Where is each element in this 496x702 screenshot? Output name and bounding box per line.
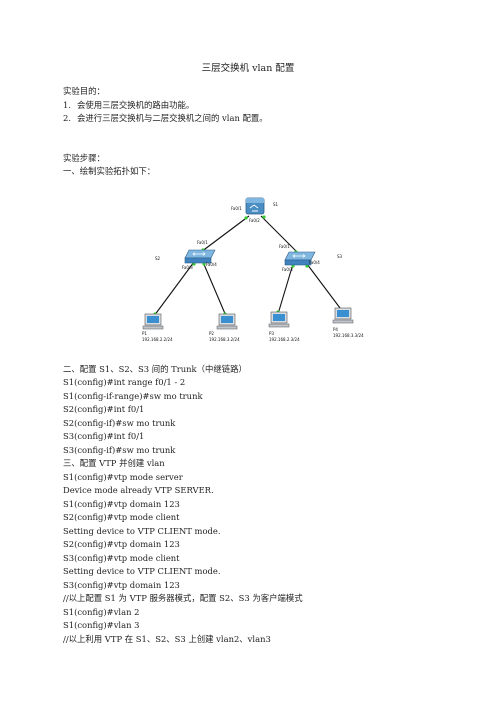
s3-port-label: Fa0/4 (309, 260, 320, 265)
pc4-ip: 192.168.3.3/24 (333, 333, 364, 338)
link-s2-pc2 (202, 261, 227, 317)
config-line: S2(config-if)#sw mo trunk (63, 418, 176, 428)
s1-label: S1 (273, 202, 279, 207)
link-s1-s3 (260, 215, 300, 255)
step-two-heading: 二、配置 S1、S2、S3 间的 Trunk（中继链路） (63, 364, 247, 374)
config-line: S2(config)#vtp domain 123 (63, 539, 180, 549)
config-line: S1(config)#vtp domain 123 (63, 499, 180, 509)
config-output-line: Setting device to VTP CLIENT mode. (63, 566, 221, 576)
config-line: S3(config)#vtp domain 123 (63, 580, 180, 590)
link-s3-pc4 (306, 263, 344, 313)
config-line: S1(config)#vtp mode server (63, 472, 183, 482)
pc4-name: P4 (333, 327, 338, 332)
config-output-line: Device mode already VTP SERVER. (63, 485, 214, 495)
s1-port-label: Fa0/2 (249, 218, 260, 223)
pc2-name: P2 (209, 331, 214, 336)
steps-heading: 实验步骤： (63, 153, 105, 163)
s2-port-label: Fa0/4 (206, 262, 217, 267)
objective-heading: 实验目的： (63, 86, 105, 96)
pc3-name: P3 (269, 331, 274, 336)
link-s1-s2 (200, 215, 250, 253)
s2-port-label: Fa0/1 (197, 240, 208, 245)
pc2-ip: 192.168.3.2/24 (209, 337, 240, 342)
s3-port-label: Fa0/3 (282, 267, 293, 272)
s1-port-label: Fa0/1 (231, 206, 242, 211)
config-line: S2(config)#vtp mode client (63, 512, 180, 522)
multilayer-switch-s1-icon (245, 197, 265, 215)
pc-p2-icon (216, 313, 238, 330)
pc-p1-icon (142, 313, 164, 330)
comment-line: //以上利用 VTP 在 S1、S2、S3 上创建 vlan2、vlan3 (63, 634, 271, 644)
config-line: S1(config)#int range f0/1 - 2 (63, 377, 186, 387)
objective-item: 2. 会进行三层交换机与二层交换机之间的 vlan 配置。 (63, 113, 268, 123)
config-line: S3(config)#vtp mode client (63, 553, 180, 563)
s2-port-label: Fa0/3 (182, 265, 193, 270)
config-line: S1(config)#vlan 3 (63, 620, 140, 630)
config-line: S1(config)#vlan 2 (63, 607, 140, 617)
pc3-ip: 192.168.2.3/24 (269, 337, 300, 342)
s2-label: S2 (155, 256, 161, 261)
objective-number: 2. (63, 113, 71, 123)
link-s3-pc3 (277, 263, 294, 315)
switch-s2-icon (184, 249, 216, 264)
objective-number: 1. (63, 100, 71, 110)
objective-item: 1. 会使用三层交换机的路由功能。 (63, 100, 194, 110)
config-line: S3(config)#int f0/1 (63, 431, 145, 441)
objective-text: 会使用三层交换机的路由功能。 (77, 100, 195, 110)
pc-p3-icon (268, 311, 290, 328)
pc-p4-icon (332, 307, 354, 324)
network-topology-diagram: S1 Fa0/1 Fa0/2 S2 Fa0/1 Fa0/3 Fa0/4 S3 F… (142, 197, 364, 342)
pc1-ip: 192.168.2.2/24 (142, 337, 173, 342)
config-line: S2(config)#int f0/1 (63, 404, 145, 414)
objective-text: 会进行三层交换机与二层交换机之间的 vlan 配置。 (77, 113, 268, 123)
port-dot (262, 215, 266, 219)
switch-s3-icon (284, 251, 316, 266)
step-three-heading: 三、配置 VTP 并创建 vlan (63, 458, 165, 468)
s3-port-label: Fa0/1 (279, 244, 290, 249)
document-title: 三层交换机 vlan 配置 (201, 63, 295, 74)
port-dot (244, 216, 248, 220)
comment-line: //以上配置 S1 为 VTP 服务器模式，配置 S2、S3 为客户端模式 (63, 593, 303, 603)
config-line: S1(config-if-range)#sw mo trunk (63, 391, 203, 401)
pc1-name: P1 (142, 331, 147, 336)
link-s2-pc1 (153, 261, 195, 317)
config-output-line: Setting device to VTP CLIENT mode. (63, 526, 221, 536)
config-line: S3(config-if)#sw mo trunk (63, 445, 176, 455)
step-one-heading: 一、绘制实验拓扑如下： (63, 166, 156, 176)
s3-label: S3 (337, 254, 343, 259)
